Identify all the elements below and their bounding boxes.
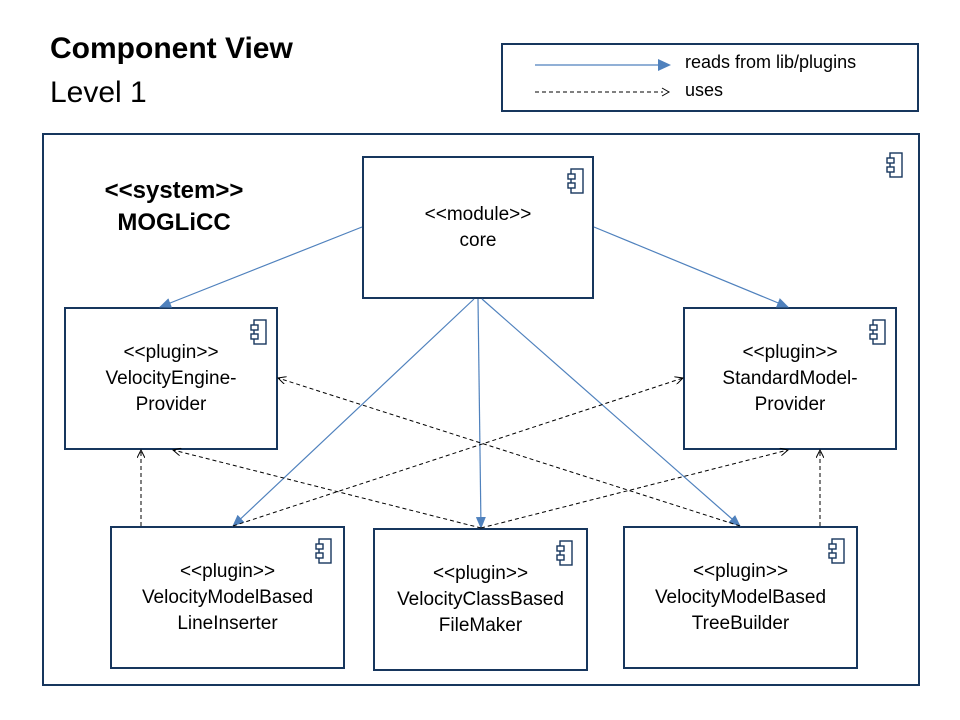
component-name-line2: LineInserter: [177, 612, 278, 634]
component-icon: [886, 152, 903, 178]
page-title: Component View: [50, 32, 293, 65]
component-icon: [567, 168, 584, 194]
component-core: <<module>> core: [362, 156, 594, 299]
legend-dashed-label: uses: [685, 80, 724, 100]
legend-solid-label: reads from lib/plugins: [685, 52, 857, 72]
component-icon: [869, 319, 886, 345]
system-name: MOGLiCC: [117, 209, 231, 236]
component-stereotype: <<plugin>>: [432, 562, 529, 584]
system-stereotype: <<system>>: [104, 177, 244, 204]
component-stereotype: <<module>>: [424, 203, 532, 225]
component-name-line2: Provider: [135, 393, 207, 415]
legend-dashed-arrowhead: [661, 87, 671, 97]
page-subtitle: Level 1: [50, 76, 147, 109]
component-name-line1: VelocityEngine-: [105, 367, 237, 389]
system-label: <<system>> MOGLiCC: [100, 175, 248, 239]
component-icon: [828, 538, 845, 564]
legend: reads from lib/plugins uses: [501, 43, 919, 112]
component-stereotype: <<plugin>>: [179, 560, 276, 582]
component-icon: [250, 319, 267, 345]
component-line-inserter: <<plugin>> VelocityModelBased LineInsert…: [110, 526, 345, 669]
component-stereotype: <<plugin>>: [742, 341, 838, 363]
component-name-line2: TreeBuilder: [691, 612, 790, 634]
component-name-line1: VelocityModelBased: [141, 586, 314, 608]
component-name-line1: VelocityClassBased: [397, 588, 564, 610]
legend-arrows: [535, 59, 671, 97]
component-tree-builder: <<plugin>> VelocityModelBased TreeBuilde…: [623, 526, 858, 669]
component-name: core: [459, 229, 497, 251]
component-name-line2: Provider: [754, 393, 826, 415]
component-stereotype: <<plugin>>: [692, 560, 789, 582]
component-name-line1: StandardModel-: [722, 367, 858, 389]
component-file-maker: <<plugin>> VelocityClassBased FileMaker: [373, 528, 588, 671]
component-velocity-engine-provider: <<plugin>> VelocityEngine- Provider: [64, 307, 278, 450]
component-name-line1: VelocityModelBased: [654, 586, 827, 608]
component-stereotype: <<plugin>>: [123, 341, 219, 363]
component-icon: [556, 540, 573, 566]
component-name-line2: FileMaker: [438, 614, 523, 636]
component-standard-model-provider: <<plugin>> StandardModel- Provider: [683, 307, 897, 450]
legend-solid-arrowhead: [658, 59, 671, 71]
component-icon: [315, 538, 332, 564]
